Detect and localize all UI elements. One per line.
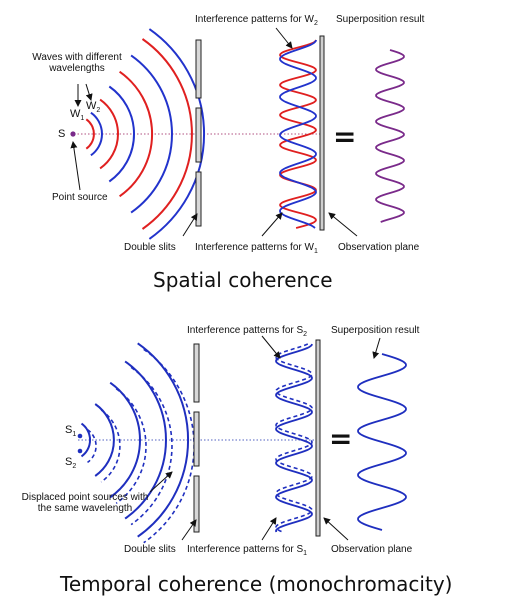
double-slits-label-2: Double slits — [124, 544, 176, 555]
spatial-coherence-caption: Spatial coherence — [153, 268, 333, 292]
temporal-coherence-caption: Temporal coherence (monochromacity) — [60, 572, 453, 596]
arrow-to-superposition-2 — [372, 337, 381, 359]
observation-plane-label-2: Observation plane — [331, 544, 413, 555]
equals-sign-2: = — [329, 422, 353, 455]
displaced-point-sources-label: Displaced point sources with the same wa… — [21, 492, 149, 514]
source-s1-dot — [77, 433, 83, 439]
wavefront-arc-s2-3 — [115, 388, 147, 504]
temporal-slit-barrier-2 — [193, 411, 200, 467]
interference-s1-label: Interference patterns for S1 — [187, 544, 308, 557]
superposition-result-label-2: Superposition result — [331, 325, 420, 336]
spatial-slit-barrier-1 — [195, 39, 202, 99]
double-slits-label: Double slits — [124, 242, 176, 253]
spatial-slit-barrier-2 — [195, 107, 202, 163]
s1-label: S1 — [65, 424, 77, 439]
source-s-label: S — [58, 128, 66, 140]
wavefront-arc-5 — [119, 70, 153, 198]
wavefront-arc-s1-2 — [94, 403, 115, 477]
arrow-to-interference-s1 — [261, 517, 277, 541]
observation-plane-screen-2 — [315, 339, 321, 537]
superposition-wave-2 — [357, 353, 407, 531]
arrow-to-interference-w1 — [261, 212, 283, 237]
equals-sign: = — [333, 120, 357, 153]
arrow-to-slits — [182, 213, 198, 237]
observation-plane-label: Observation plane — [338, 242, 420, 253]
wavefront-arc-3 — [99, 98, 119, 170]
wavefront-arc-7 — [141, 38, 193, 230]
temporal-slit-barrier-3 — [193, 475, 200, 533]
interference-w1-label: Interference patterns for W1 — [195, 242, 318, 255]
s2-label: S2 — [65, 456, 77, 471]
wavefront-arc-4 — [108, 85, 136, 183]
arrow-to-interference-s2 — [261, 335, 281, 359]
wavefront-arc-8 — [148, 28, 205, 240]
arrow-to-observation-plane — [328, 212, 358, 237]
wavefront-arc-2 — [90, 111, 103, 157]
interference-wave-s2 — [275, 343, 313, 533]
arrow-to-point-source — [70, 141, 81, 191]
arrow-to-observation-plane-2 — [323, 517, 349, 541]
observation-plane-screen — [319, 35, 325, 231]
wavefront-arc-1 — [85, 118, 95, 150]
arrow-to-interference-w2 — [275, 27, 293, 49]
wavefront-arc-s2-4 — [130, 366, 173, 526]
spatial-coherence-figure — [70, 27, 405, 240]
interference-s2-label: Interference patterns for S2 — [187, 325, 308, 338]
wavefront-arc-s1-1 — [80, 422, 91, 458]
interference-wave-w2 — [279, 39, 317, 229]
temporal-slit-barrier-1 — [193, 343, 200, 403]
temporal-coherence-figure — [77, 335, 407, 544]
wavefront-arc-6 — [130, 54, 173, 214]
w2-label: W2 — [86, 100, 101, 115]
interference-wave-w1 — [279, 39, 317, 229]
waves-different-wavelengths-label: Waves with different wavelengths — [32, 52, 122, 74]
arrow-to-displaced-sources — [149, 471, 173, 493]
interference-w2-label: Interference patterns for W2 — [195, 14, 318, 27]
superposition-result-label: Superposition result — [336, 14, 425, 25]
interference-wave-s1 — [275, 343, 313, 533]
superposition-wave — [375, 49, 405, 223]
spatial-slit-barrier-3 — [195, 171, 202, 227]
w1-label: W1 — [70, 108, 85, 123]
point-source-label: Point source — [52, 192, 108, 203]
arrow-to-w2 — [85, 83, 93, 101]
source-s2-dot — [77, 448, 83, 454]
arrow-to-slits-2 — [181, 519, 197, 541]
point-source-dot — [70, 131, 76, 137]
wavefront-arc-s2-2 — [100, 409, 121, 483]
